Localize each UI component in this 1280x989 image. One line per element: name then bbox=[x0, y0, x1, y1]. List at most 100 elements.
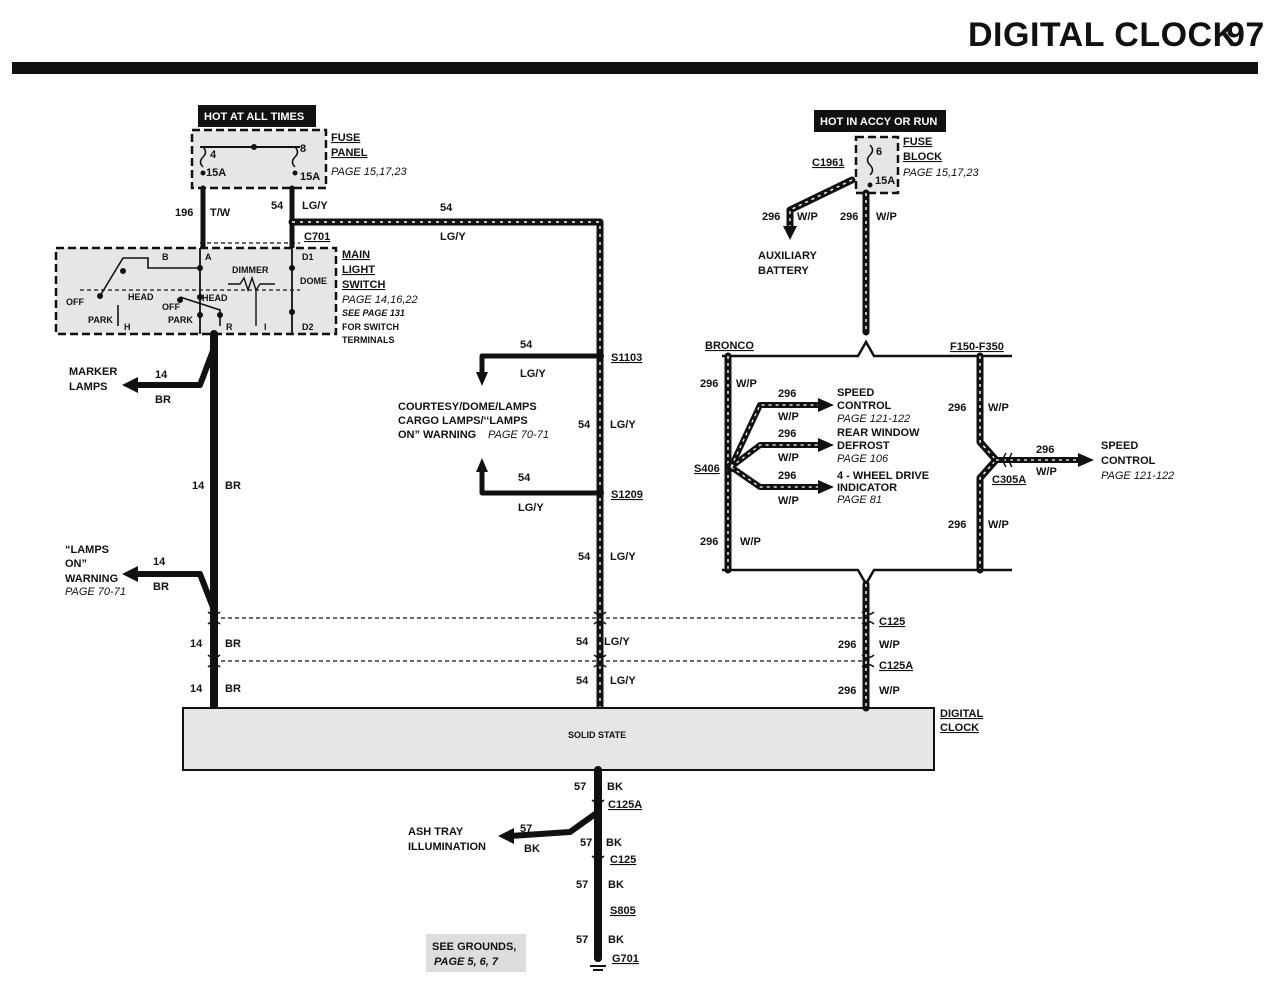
wire-54-trunk bbox=[288, 218, 604, 712]
clock-inner-label: SOLID STATE bbox=[568, 730, 626, 740]
splice-s805-dot bbox=[594, 906, 602, 914]
wire-54-color-a: LG/Y bbox=[302, 200, 328, 212]
fuse-b-number: 8 bbox=[300, 143, 306, 155]
wire-196-num: 196 bbox=[175, 207, 193, 219]
svg-text:A: A bbox=[205, 252, 212, 262]
svg-text:I: I bbox=[264, 322, 267, 332]
clock-label-1: DIGITAL bbox=[940, 708, 983, 720]
speed-control-1: SPEED bbox=[837, 387, 874, 399]
header-rule bbox=[12, 62, 1258, 74]
ground-g701: G701 bbox=[612, 953, 639, 965]
fuse-a-amp: 15A bbox=[206, 167, 226, 179]
f150-wire-num-b: 296 bbox=[948, 519, 966, 531]
gnd-57-num-d: 57 bbox=[576, 934, 588, 946]
aux-wire-num: 296 bbox=[762, 211, 780, 223]
marker-lamps-1: MARKER bbox=[69, 366, 117, 378]
lamps-on-wire-num: 14 bbox=[153, 556, 166, 568]
wire-14-marker bbox=[132, 345, 217, 388]
svg-text:HEAD: HEAD bbox=[202, 293, 228, 303]
trunk-54-color-b: LG/Y bbox=[610, 551, 636, 563]
fuse-panel-label-1: FUSE bbox=[331, 132, 360, 144]
switch-note-1: FOR SWITCH bbox=[342, 322, 399, 332]
svg-text:OFF: OFF bbox=[162, 302, 180, 312]
connector-c305a: C305A bbox=[992, 474, 1026, 486]
switch-label-1: MAIN bbox=[342, 249, 370, 261]
bronco-wire-num-b: 296 bbox=[700, 536, 718, 548]
br1-num: 296 bbox=[778, 388, 796, 400]
c125a-14-color: BR bbox=[225, 683, 241, 695]
br2-color: W/P bbox=[778, 452, 799, 464]
marker-lamps-2: LAMPS bbox=[69, 381, 108, 393]
ash-wire-color: BK bbox=[524, 843, 540, 855]
splice-s1103: S1103 bbox=[611, 352, 642, 364]
trunk-14-color: BR bbox=[225, 480, 241, 492]
wire-196-color: T/W bbox=[210, 207, 231, 219]
feed-wire-num: 296 bbox=[840, 211, 858, 223]
ground-symbol bbox=[590, 954, 606, 971]
wire-57-ash-tray bbox=[507, 809, 601, 839]
c305a-wire-color: W/P bbox=[1036, 466, 1057, 478]
connector-c1961: C1961 bbox=[812, 157, 844, 169]
c125-14-color: BR bbox=[225, 638, 241, 650]
aux-battery-1: AUXILIARY bbox=[758, 250, 818, 262]
rear-defrost-page: PAGE 106 bbox=[837, 453, 889, 465]
trunk-54-color-c: LG/Y bbox=[604, 636, 630, 648]
fuse-block-label-1: FUSE bbox=[903, 136, 932, 148]
see-grounds-2: PAGE 5, 6, 7 bbox=[434, 956, 499, 968]
splice-s1209: S1209 bbox=[611, 489, 643, 501]
f150-wire-color-a: W/P bbox=[988, 402, 1009, 414]
marker-wire-color: BR bbox=[155, 394, 171, 406]
f150-wire-num-a: 296 bbox=[948, 402, 966, 414]
courtesy-1: COURTESY/DOME/LAMPS bbox=[398, 401, 537, 413]
clock-label-2: CLOCK bbox=[940, 722, 979, 734]
connector-marks bbox=[207, 611, 875, 668]
connector-c125a-bottom: C125A bbox=[608, 799, 642, 811]
svg-text:D1: D1 bbox=[302, 252, 314, 262]
c125a-296-color: W/P bbox=[879, 685, 900, 697]
lamps-on-2: ON” bbox=[65, 558, 87, 570]
trunk-54-num-a: 54 bbox=[578, 419, 591, 431]
switch-see-page: SEE PAGE 131 bbox=[342, 308, 405, 318]
s1103-wire-num: 54 bbox=[520, 339, 533, 351]
c125a-14-num: 14 bbox=[190, 683, 203, 695]
trunk-54-color-a: LG/Y bbox=[610, 419, 636, 431]
hot-in-accy-label: HOT IN ACCY OR RUN bbox=[820, 116, 937, 128]
trunk-54-num-b: 54 bbox=[578, 551, 591, 563]
br1-color: W/P bbox=[778, 411, 799, 423]
courtesy-page: PAGE 70-71 bbox=[488, 429, 549, 441]
s1209-wire-color: LG/Y bbox=[518, 502, 544, 514]
svg-text:B: B bbox=[162, 252, 169, 262]
c125-14-num: 14 bbox=[190, 638, 203, 650]
courtesy-3: ON” WARNING bbox=[398, 429, 476, 441]
gnd-57-num-a: 57 bbox=[574, 781, 586, 793]
trunk-54-num-d: 54 bbox=[576, 675, 589, 687]
br3-num: 296 bbox=[778, 470, 796, 482]
fuse-block-number: 6 bbox=[876, 146, 882, 158]
speed-control-r-1: SPEED bbox=[1101, 440, 1138, 452]
digital-clock-box bbox=[182, 707, 935, 771]
f150-wire-color-b: W/P bbox=[988, 519, 1009, 531]
lamps-on-page: PAGE 70-71 bbox=[65, 586, 126, 598]
lamps-on-arrow bbox=[122, 566, 138, 582]
gnd-57-color-d: BK bbox=[608, 934, 624, 946]
wire-54-num-b: 54 bbox=[440, 202, 453, 214]
c305a-wire-num: 296 bbox=[1036, 444, 1054, 456]
hot-in-accy-tag bbox=[814, 110, 946, 132]
feed-wire-color: W/P bbox=[876, 211, 897, 223]
variant-bronco: BRONCO bbox=[705, 340, 754, 352]
br2-num: 296 bbox=[778, 428, 796, 440]
splice-s406: S406 bbox=[694, 463, 720, 475]
trunk-54-color-d: LG/Y bbox=[610, 675, 636, 687]
wire-54-courtesy-b bbox=[479, 467, 603, 496]
variant-f150: F150-F350 bbox=[950, 341, 1004, 353]
connector-c125-bottom: C125 bbox=[610, 854, 636, 866]
svg-text:DOME: DOME bbox=[300, 276, 327, 286]
fuse-panel-page-ref: PAGE 15,17,23 bbox=[331, 166, 408, 178]
rear-defrost-2: DEFROST bbox=[837, 440, 890, 452]
fuse-block-amp: 15A bbox=[875, 175, 895, 187]
svg-text:PARK: PARK bbox=[88, 315, 113, 325]
lamps-on-wire-color: BR bbox=[153, 581, 169, 593]
lamps-on-3: WARNING bbox=[65, 573, 118, 585]
c125-296-num: 296 bbox=[838, 639, 856, 651]
bronco-wire-num-a: 296 bbox=[700, 378, 718, 390]
